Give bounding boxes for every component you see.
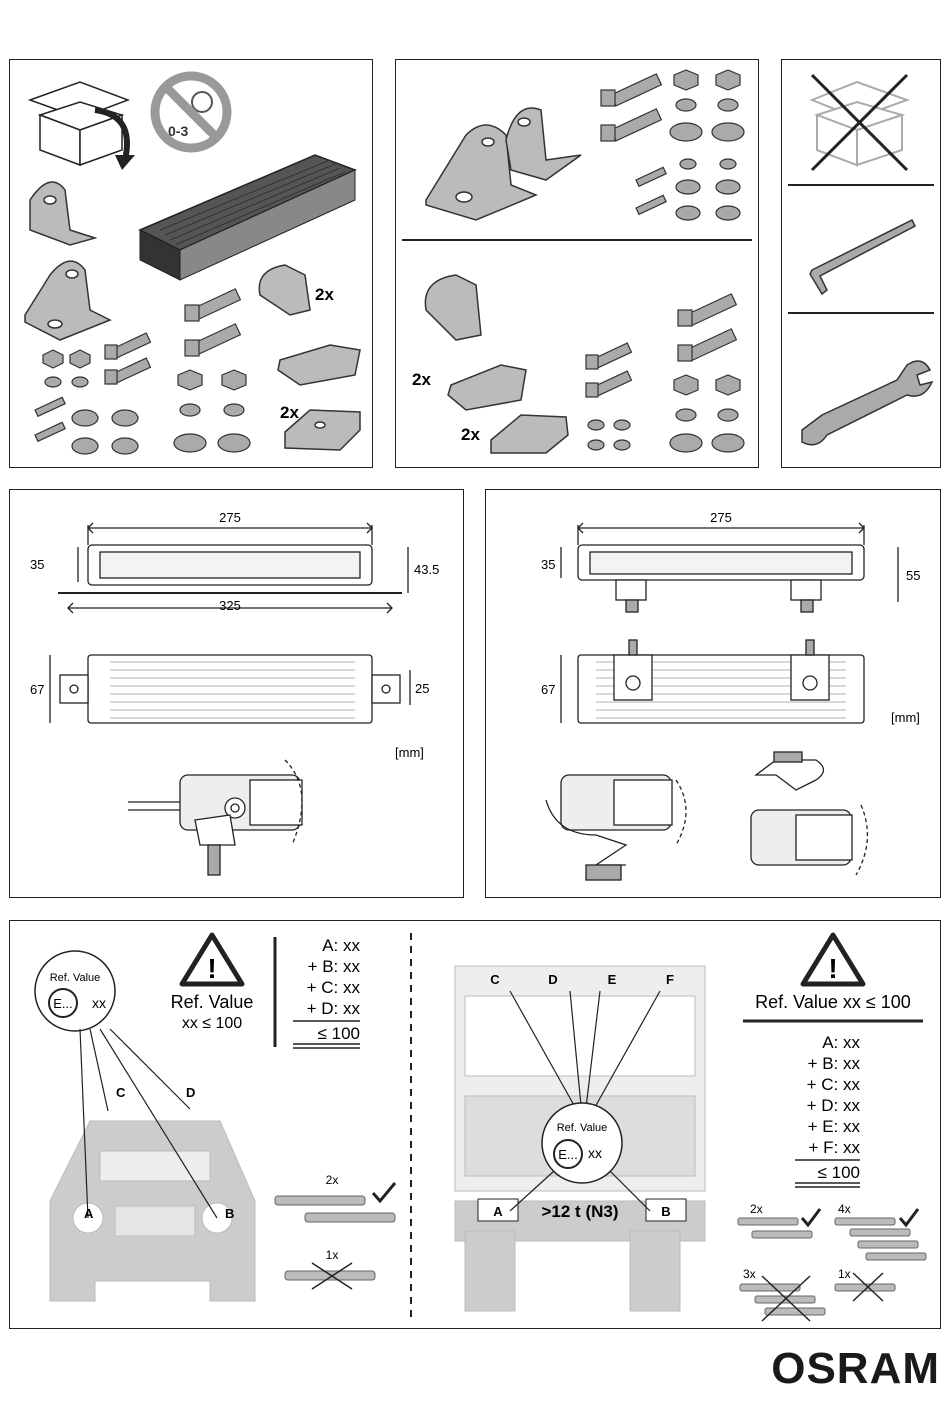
panel-ref-value: Ref. Value E... xx ! Ref. Value xx ≤ 100… <box>9 920 941 1329</box>
svg-text:+ B: xx: + B: xx <box>308 957 361 976</box>
mounting-bracket-icon <box>25 261 110 340</box>
svg-text:!: ! <box>207 953 216 984</box>
ref-value-badge-left: Ref. Value E... xx <box>35 951 115 1031</box>
panel-dimensions-bracket: 275 325 35 43.5 67 25 [mm] <box>9 489 464 898</box>
svg-text:+ C: xx: + C: xx <box>807 1075 861 1094</box>
bad-qty-right-1: 3x <box>743 1267 756 1281</box>
svg-text:E...: E... <box>558 1147 578 1162</box>
dim-height-55: 55 <box>906 568 920 583</box>
svg-text:+ C: xx: + C: xx <box>307 978 361 997</box>
dim-width-275: 275 <box>710 510 732 525</box>
hardware-icons <box>601 70 744 220</box>
svg-text:D: D <box>548 972 557 987</box>
light-bar-icon <box>740 1284 825 1315</box>
svg-text:≤ 100: ≤ 100 <box>318 1024 360 1043</box>
no-children-icon: 0-3 <box>155 76 227 148</box>
tools-illustration <box>782 60 940 467</box>
dim-height-67: 67 <box>541 682 555 697</box>
dim-height-35: 35 <box>541 557 555 572</box>
bad-qty-left: 1x <box>326 1248 339 1262</box>
ok-qty-right-2: 4x <box>838 1202 851 1216</box>
unit-label: [mm] <box>891 710 920 725</box>
svg-text:+ B: xx: + B: xx <box>808 1054 861 1073</box>
nut-plate-icon <box>491 415 568 453</box>
dim-height-25: 25 <box>415 681 429 696</box>
svg-text:!: ! <box>828 953 837 984</box>
ref-caption-left-1: Ref. Value <box>171 992 254 1012</box>
dim-height-35: 35 <box>30 557 44 572</box>
dim-width-275: 275 <box>219 510 241 525</box>
mounting-bracket-icon <box>30 182 95 245</box>
mounting-bracket-icon <box>426 108 581 220</box>
svg-text:A: xx: A: xx <box>322 936 360 955</box>
point-b: B <box>225 1206 234 1221</box>
dim-height-67: 67 <box>30 682 44 697</box>
unit-label: [mm] <box>395 745 424 760</box>
check-icon <box>373 1183 395 1201</box>
point-c: C <box>116 1085 126 1100</box>
point-d: D <box>186 1085 195 1100</box>
right-sum-list: A: xx + B: xx + C: xx + D: xx + E: xx + … <box>795 1033 860 1187</box>
clamp-bracket-icon <box>425 275 526 410</box>
check-icon <box>900 1209 918 1225</box>
svg-text:Ref. Value: Ref. Value <box>557 1122 608 1134</box>
svg-text:≤ 100: ≤ 100 <box>818 1163 860 1182</box>
light-bar-icon <box>275 1196 395 1222</box>
dimensions-bracket-illustration: 275 325 35 43.5 67 25 [mm] <box>10 490 463 897</box>
wrench-icon <box>802 361 932 445</box>
svg-text:E...: E... <box>53 996 73 1011</box>
box-icon <box>30 82 128 165</box>
panel-dimensions-clamp: 275 35 55 67 [mm] <box>485 489 941 898</box>
light-bar-icon <box>738 1218 812 1238</box>
bracket-kits-illustration: 2x 2x <box>396 60 758 467</box>
point-a-truck: A <box>493 1204 503 1219</box>
svg-text:C: C <box>490 972 500 987</box>
point-b-truck: B <box>661 1204 670 1219</box>
panel-bracket-kits: 2x 2x <box>395 59 759 468</box>
svg-text:+ F: xx: + F: xx <box>809 1138 861 1157</box>
svg-text:+ D: xx: + D: xx <box>807 1096 861 1115</box>
kit-contents-illustration: 0-3 2x <box>10 60 372 467</box>
truck-class-label: >12 t (N3) <box>542 1202 619 1221</box>
light-bar-icon <box>835 1218 926 1260</box>
clamp-bracket-icon <box>259 265 360 385</box>
ok-qty-left: 2x <box>326 1173 339 1187</box>
light-bar-icon <box>140 155 355 280</box>
brand-logo: OSRAM <box>771 1344 940 1394</box>
warning-icon: ! <box>803 935 863 984</box>
svg-text:xx: xx <box>588 1145 602 1161</box>
ref-value-badge-right: Ref. Value E... xx <box>542 1103 622 1183</box>
ref-caption-left-2: xx ≤ 100 <box>182 1015 242 1032</box>
svg-text:Ref. Value: Ref. Value <box>50 972 101 984</box>
left-sum-list: A: xx + B: xx + C: xx + D: xx ≤ 100 <box>293 936 360 1048</box>
ref-value-illustration: Ref. Value E... xx ! Ref. Value xx ≤ 100… <box>10 921 940 1328</box>
nut-plate-qty-label-b: 2x <box>461 425 480 444</box>
nut-plate-qty-label: 2x <box>280 403 299 422</box>
dim-height-43-5: 43.5 <box>414 562 439 577</box>
ref-caption-right: Ref. Value xx ≤ 100 <box>755 992 911 1012</box>
hex-key-icon <box>810 220 915 294</box>
ok-qty-right-1: 2x <box>750 1202 763 1216</box>
age-warning-text: 0-3 <box>168 123 188 139</box>
dimensions-clamp-illustration: 275 35 55 67 [mm] <box>486 490 940 897</box>
point-a: A <box>84 1206 94 1221</box>
svg-text:E: E <box>608 972 617 987</box>
svg-text:A: xx: A: xx <box>822 1033 860 1052</box>
svg-text:xx: xx <box>92 995 106 1011</box>
svg-text:+ D: xx: + D: xx <box>307 999 361 1018</box>
hardware-icons <box>586 294 744 452</box>
bracket-qty-label: 2x <box>315 285 334 304</box>
dim-width-325: 325 <box>219 598 241 613</box>
check-icon <box>802 1209 820 1225</box>
bracket-qty-label-b: 2x <box>412 370 431 389</box>
warning-icon: ! <box>182 935 242 984</box>
panel-tools <box>781 59 941 468</box>
svg-text:+ E: xx: + E: xx <box>808 1117 861 1136</box>
bad-qty-right-2: 1x <box>838 1267 851 1281</box>
panel-kit-contents: 0-3 2x <box>9 59 373 468</box>
svg-text:F: F <box>666 972 674 987</box>
